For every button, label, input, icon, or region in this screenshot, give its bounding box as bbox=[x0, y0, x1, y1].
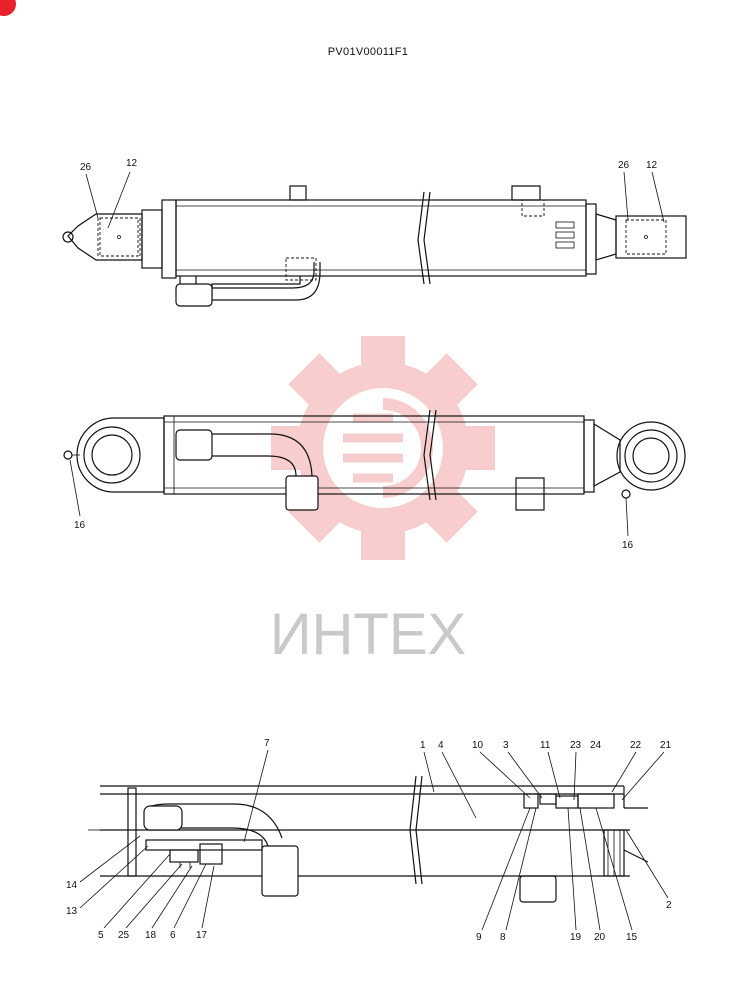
label-9: 9 bbox=[476, 807, 531, 943]
label-7: 7 bbox=[243, 738, 270, 843]
label-4: 4 bbox=[438, 740, 477, 819]
svg-text:11: 11 bbox=[540, 740, 551, 751]
label-22: 22 bbox=[611, 740, 642, 793]
label-24: 24 bbox=[590, 740, 602, 751]
label-5: 5 bbox=[98, 853, 171, 941]
svg-text:26: 26 bbox=[618, 160, 630, 171]
cylinder-section-view bbox=[88, 775, 649, 903]
svg-text:25: 25 bbox=[118, 930, 130, 941]
svg-text:13: 13 bbox=[66, 906, 78, 917]
svg-text:6: 6 bbox=[170, 930, 176, 941]
label-15: 15 bbox=[595, 807, 638, 943]
watermark-text: ИНТЕХ bbox=[270, 602, 466, 667]
label-12-top-left: 12 bbox=[107, 158, 138, 229]
svg-text:14: 14 bbox=[66, 880, 78, 891]
cylinder-side-view bbox=[63, 409, 686, 511]
label-3: 3 bbox=[503, 740, 543, 799]
svg-text:23: 23 bbox=[570, 740, 582, 751]
watermark-gear-logo bbox=[271, 336, 495, 560]
label-16-right: 16 bbox=[622, 497, 634, 551]
label-23: 23 bbox=[570, 740, 582, 801]
svg-text:15: 15 bbox=[626, 932, 638, 943]
label-26-top-left: 26 bbox=[80, 162, 99, 219]
label-12-top-right: 12 bbox=[646, 160, 665, 223]
svg-text:12: 12 bbox=[126, 158, 138, 169]
label-2: 2 bbox=[625, 829, 672, 911]
svg-text:5: 5 bbox=[98, 930, 104, 941]
label-21: 21 bbox=[621, 740, 672, 801]
label-10: 10 bbox=[472, 740, 531, 799]
svg-text:16: 16 bbox=[622, 540, 634, 551]
label-13: 13 bbox=[66, 845, 149, 917]
label-16-left: 16 bbox=[69, 459, 86, 531]
corner-badge bbox=[0, 0, 16, 16]
label-1: 1 bbox=[420, 740, 435, 793]
svg-text:21: 21 bbox=[660, 740, 672, 751]
label-26-top-right: 26 bbox=[618, 160, 630, 221]
svg-text:16: 16 bbox=[74, 520, 86, 531]
label-11: 11 bbox=[540, 740, 561, 799]
label-20: 20 bbox=[579, 807, 606, 943]
svg-text:2: 2 bbox=[666, 900, 672, 911]
svg-text:19: 19 bbox=[570, 932, 582, 943]
label-19: 19 bbox=[567, 807, 582, 943]
svg-text:17: 17 bbox=[196, 930, 208, 941]
label-18: 18 bbox=[145, 865, 193, 941]
cylinder-top-view bbox=[62, 185, 687, 307]
label-14: 14 bbox=[66, 835, 141, 891]
svg-text:22: 22 bbox=[630, 740, 642, 751]
label-17: 17 bbox=[196, 865, 215, 941]
svg-text:1: 1 bbox=[420, 740, 426, 751]
svg-text:7: 7 bbox=[264, 738, 270, 749]
svg-text:9: 9 bbox=[476, 932, 482, 943]
svg-text:18: 18 bbox=[145, 930, 157, 941]
label-6: 6 bbox=[170, 863, 207, 941]
svg-text:3: 3 bbox=[503, 740, 509, 751]
svg-text:12: 12 bbox=[646, 160, 658, 171]
svg-text:26: 26 bbox=[80, 162, 92, 173]
drawing-code: PV01V00011F1 bbox=[327, 46, 409, 58]
svg-text:24: 24 bbox=[590, 740, 602, 751]
label-8: 8 bbox=[500, 807, 537, 943]
svg-text:8: 8 bbox=[500, 932, 506, 943]
svg-text:20: 20 bbox=[594, 932, 606, 943]
svg-text:4: 4 bbox=[438, 740, 444, 751]
label-25: 25 bbox=[118, 863, 183, 941]
svg-text:10: 10 bbox=[472, 740, 484, 751]
